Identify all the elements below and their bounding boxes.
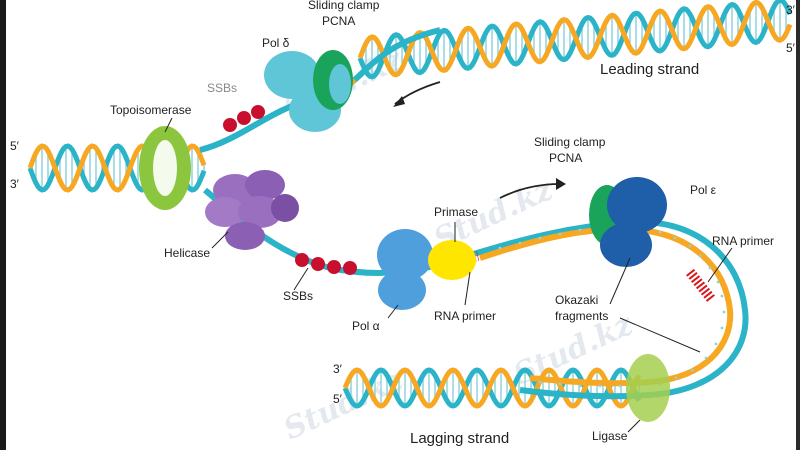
ssbs-bottom-shape (295, 253, 357, 275)
pol-epsilon-label: Pol ε (690, 183, 717, 197)
pol-alpha-label: Pol α (352, 319, 380, 333)
pol-alpha-shape (377, 229, 433, 281)
left-border (0, 0, 6, 450)
watermark-3: Stud.kz (279, 362, 409, 448)
pol-delta-shape (264, 51, 320, 99)
leader-lines (164, 117, 733, 433)
end-5-top-right: 5′ (786, 41, 796, 55)
leading-strand-label: Leading strand (600, 61, 699, 78)
ligase-label: Ligase (592, 429, 628, 443)
helicase-label: Helicase (164, 246, 210, 260)
proteins (139, 50, 670, 422)
okazaki-label-1: Okazaki (555, 293, 598, 307)
ssbs-top-label: SSBs (207, 81, 237, 95)
end-3-top-right: 3′ (786, 3, 796, 17)
okazaki-label-2: fragments (555, 309, 608, 323)
rna-primer-mid-label: RNA primer (434, 309, 496, 323)
direction-arrows (393, 81, 566, 199)
leading-helix (357, 0, 793, 80)
pcna-right-label-1: Sliding clamp (534, 135, 606, 149)
pol-delta-label: Pol δ (262, 36, 290, 50)
pol-epsilon-shape-lower (600, 223, 652, 267)
primase-label: Primase (434, 205, 478, 219)
lagging-new-strand (479, 226, 734, 387)
pcna-top-inner (329, 64, 351, 104)
end-3-left: 3′ (10, 177, 20, 191)
lagging-strand-label: Lagging strand (410, 430, 509, 447)
rna-primer-right-label: RNA primer (712, 234, 774, 248)
lagging-direction-arrow (499, 183, 561, 199)
lagging-base-pairs (498, 228, 726, 388)
dna-helices (27, 0, 793, 409)
helicase-shape (205, 170, 299, 250)
ssbs-top-shape (223, 105, 265, 132)
pol-epsilon-shape (607, 177, 667, 233)
topoisomerase-hole (153, 140, 177, 196)
rna-primer-right (686, 268, 716, 304)
pcna-right-label-2: PCNA (549, 151, 582, 165)
pcna-top-label-2: PCNA (322, 14, 355, 28)
parental-helix (27, 143, 207, 193)
ssbs-bottom-label: SSBs (283, 289, 313, 303)
pcna-top-label-1: Sliding clamp (308, 0, 380, 12)
right-border (796, 0, 800, 450)
labels: Sliding clamp PCNA Pol δ SSBs Topoisomer… (10, 0, 796, 447)
end-5-left: 5′ (10, 139, 20, 153)
topoisomerase-label: Topoisomerase (110, 103, 192, 117)
ligase-shape (626, 354, 670, 422)
primase-shape (428, 240, 476, 280)
end-5-bottom: 5′ (333, 392, 343, 406)
end-3-bottom: 3′ (333, 362, 343, 376)
pol-alpha-shape-lower (378, 270, 426, 310)
